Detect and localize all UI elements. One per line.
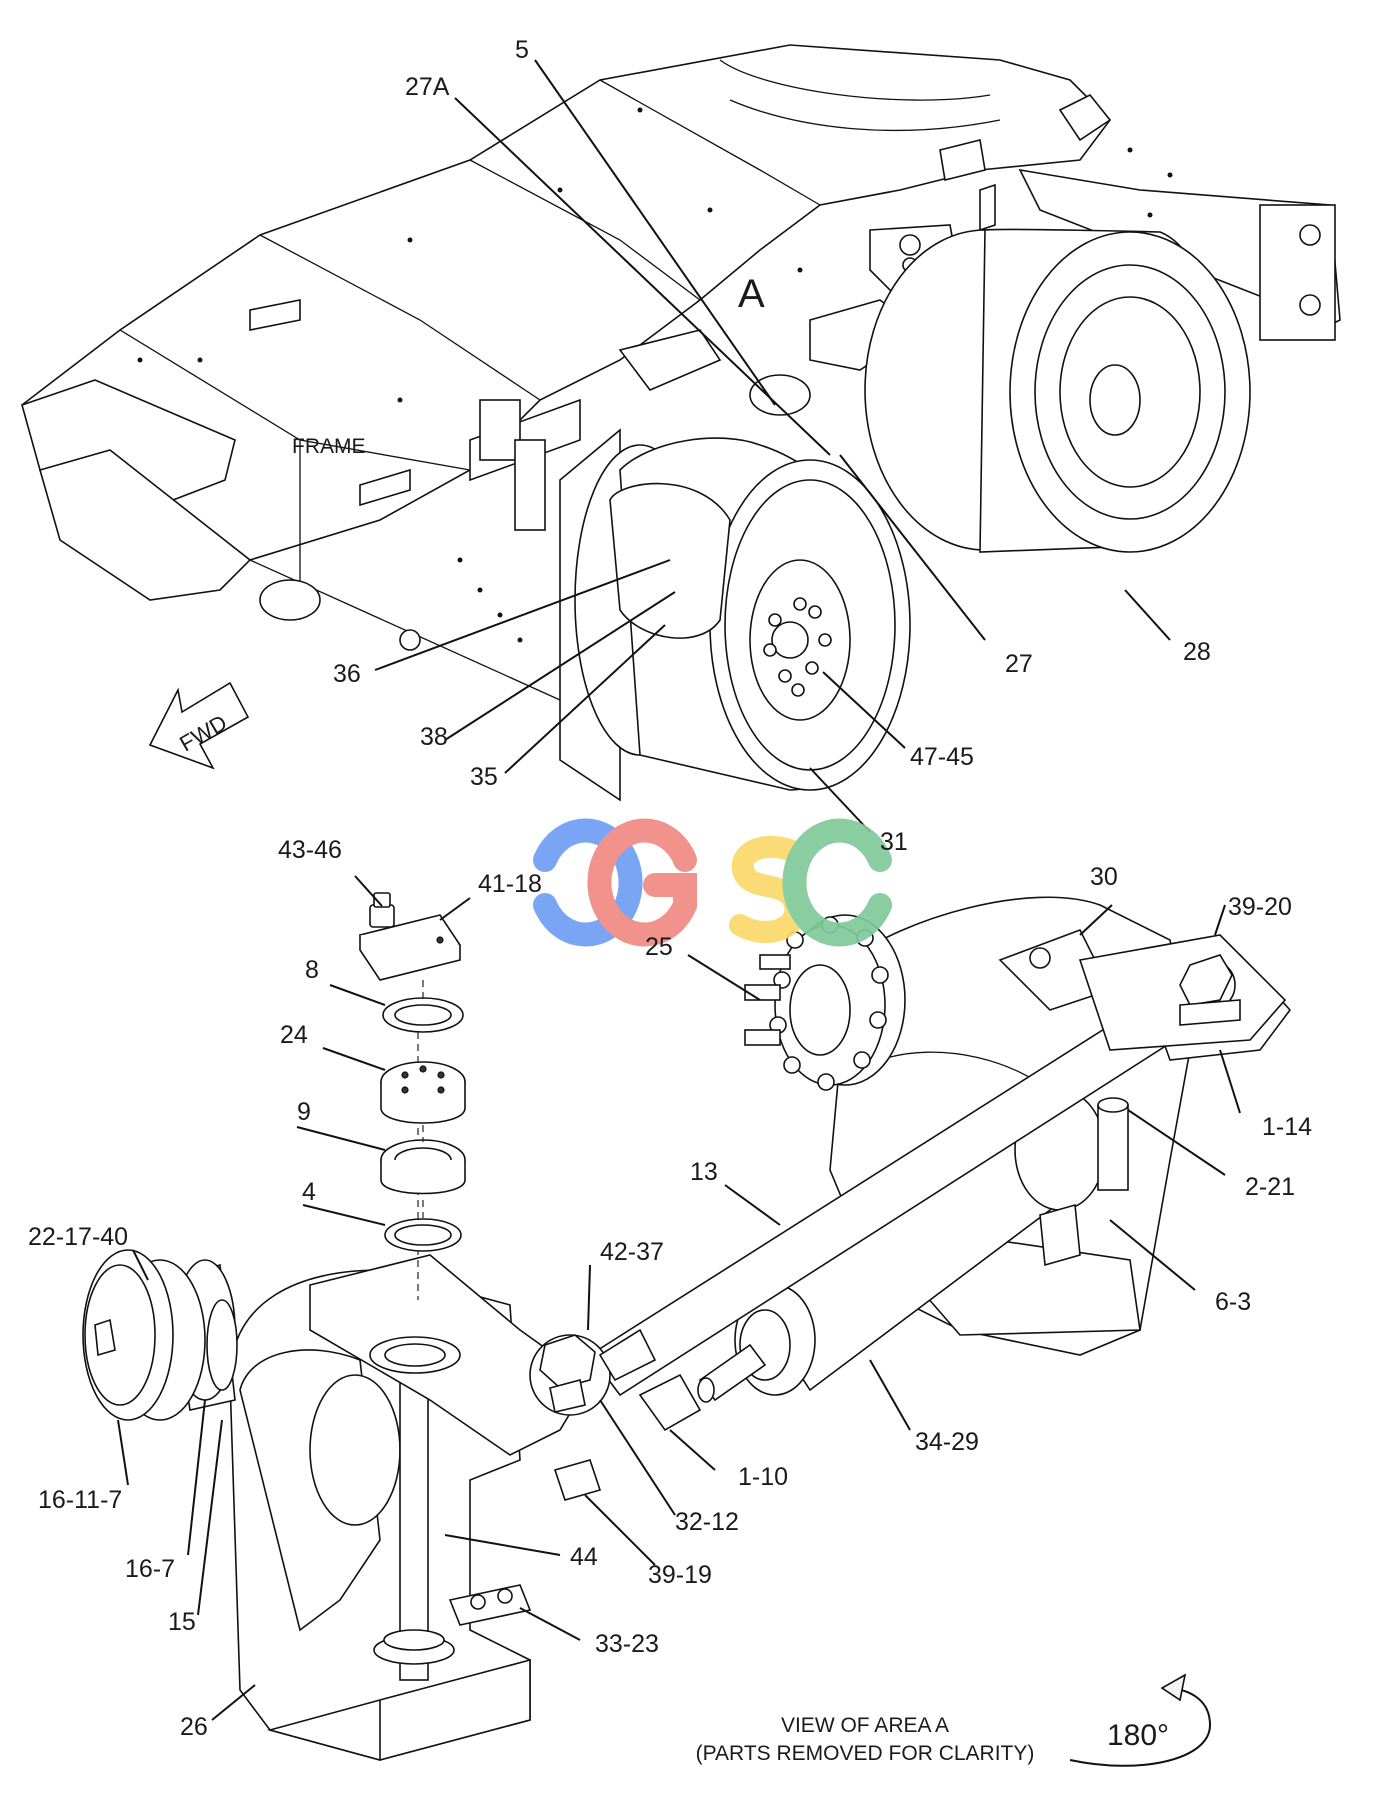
watermark-logo bbox=[533, 818, 892, 947]
callout-28: 28 bbox=[1183, 638, 1211, 666]
view-caption-line2: (PARTS REMOVED FOR CLARITY) bbox=[696, 1742, 1035, 1765]
callout-35: 35 bbox=[470, 763, 498, 791]
rotation-arrow-icon bbox=[1069, 1673, 1212, 1767]
callout-25: 25 bbox=[645, 933, 673, 961]
callout-30: 30 bbox=[1090, 863, 1118, 891]
fwd-arrow-icon bbox=[148, 681, 250, 770]
callout-27: 27 bbox=[1005, 650, 1033, 678]
callout-22-17-40: 22-17-40 bbox=[28, 1223, 128, 1251]
view-caption-line1: VIEW OF AREA A bbox=[781, 1714, 949, 1737]
callout-5: 5 bbox=[515, 36, 529, 64]
lower-leaders bbox=[117, 875, 1241, 1721]
front-wheel-drawing bbox=[574, 437, 911, 791]
callout-34-29: 34-29 bbox=[915, 1428, 979, 1456]
callout-42-37: 42-37 bbox=[600, 1238, 664, 1266]
callout-26: 26 bbox=[180, 1713, 208, 1741]
callout-41-18: 41-18 bbox=[478, 870, 542, 898]
axle-drawing bbox=[82, 896, 1292, 1761]
callout-47-45: 47-45 bbox=[910, 743, 974, 771]
callout-27a: 27A bbox=[405, 73, 450, 101]
callout-labels: 5 27A 27 28 36 38 35 47-45 31 43-46 41-1… bbox=[28, 36, 1312, 1765]
callout-15: 15 bbox=[168, 1608, 196, 1636]
callout-32-12: 32-12 bbox=[675, 1508, 739, 1536]
callout-1-10: 1-10 bbox=[738, 1463, 788, 1491]
callout-43-46: 43-46 bbox=[278, 836, 342, 864]
exploded-stack-drawing bbox=[358, 892, 466, 1252]
callout-31: 31 bbox=[880, 828, 908, 856]
rear-wheel-drawing bbox=[864, 228, 1251, 553]
callout-16-11-7: 16-11-7 bbox=[38, 1486, 122, 1514]
callout-36: 36 bbox=[333, 660, 361, 688]
callout-16-7: 16-7 bbox=[125, 1555, 175, 1583]
callout-39-19: 39-19 bbox=[648, 1561, 712, 1589]
area-a-label: A bbox=[738, 272, 765, 316]
callout-13: 13 bbox=[690, 1158, 718, 1186]
callout-33-23: 33-23 bbox=[595, 1630, 659, 1658]
frame-label: FRAME bbox=[292, 435, 366, 458]
callout-1-14: 1-14 bbox=[1262, 1113, 1312, 1141]
callout-6-3: 6-3 bbox=[1215, 1288, 1251, 1316]
callout-8: 8 bbox=[305, 956, 319, 984]
callout-44: 44 bbox=[570, 1543, 598, 1571]
callout-4: 4 bbox=[302, 1178, 316, 1206]
rotation-label: 180° bbox=[1107, 1719, 1169, 1752]
callout-9: 9 bbox=[297, 1098, 311, 1126]
callout-38: 38 bbox=[420, 723, 448, 751]
upper-leaders bbox=[374, 59, 1171, 833]
callout-24: 24 bbox=[280, 1021, 308, 1049]
callout-2-21: 2-21 bbox=[1245, 1173, 1295, 1201]
callout-39-20: 39-20 bbox=[1228, 893, 1292, 921]
